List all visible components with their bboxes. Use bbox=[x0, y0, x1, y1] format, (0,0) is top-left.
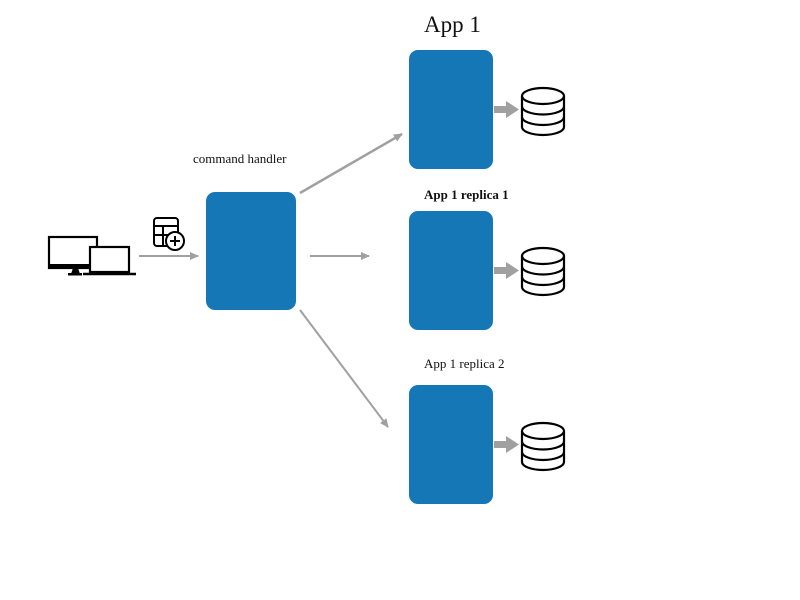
database-icon bbox=[520, 86, 566, 137]
app1-box bbox=[409, 50, 493, 169]
command-handler-box bbox=[206, 192, 296, 310]
add-command-icon bbox=[153, 217, 185, 251]
app1-to-db-arrow bbox=[494, 101, 519, 118]
desktop-laptop-icon bbox=[47, 235, 136, 276]
command-handler-label: command handler bbox=[193, 151, 287, 166]
database-icon bbox=[520, 421, 566, 472]
replica2-box bbox=[409, 385, 493, 504]
replica1-to-db-arrow bbox=[494, 262, 519, 279]
replica2-label: App 1 replica 2 bbox=[424, 356, 505, 371]
database-icon bbox=[520, 246, 566, 297]
replica2-to-db-arrow bbox=[494, 436, 519, 453]
replica1-label: App 1 replica 1 bbox=[424, 187, 509, 202]
handler-to-replica2-arrow bbox=[299, 309, 389, 428]
app1-title: App 1 bbox=[424, 12, 481, 37]
replica1-box bbox=[409, 211, 493, 330]
handler-to-app1-arrow bbox=[299, 132, 403, 195]
